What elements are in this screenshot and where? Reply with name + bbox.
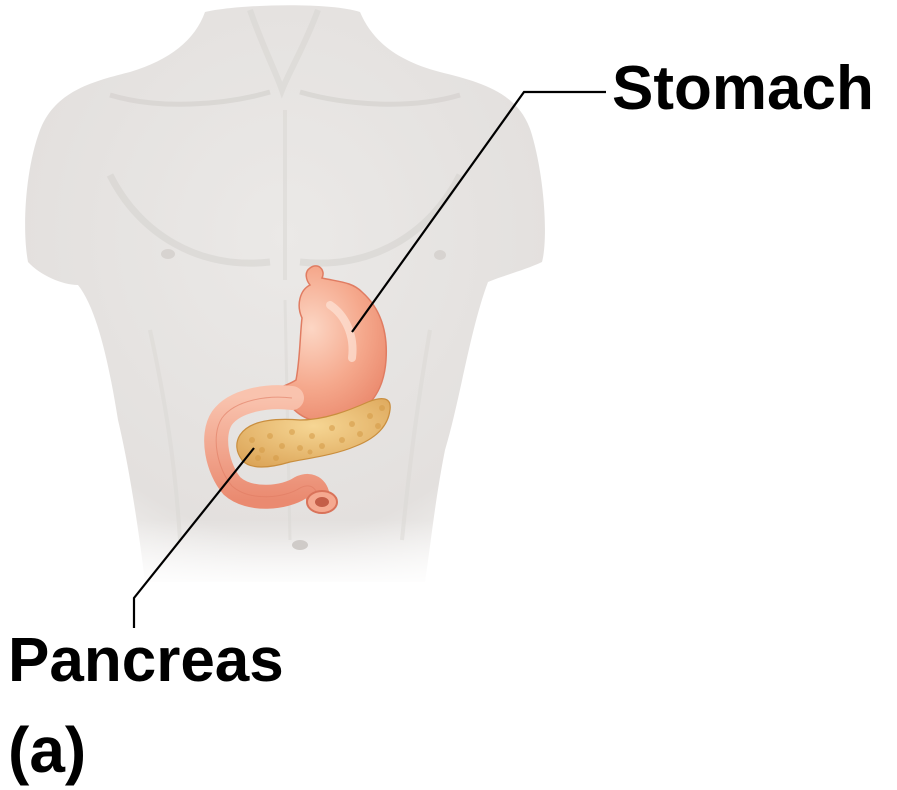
pancreas-label: Pancreas	[8, 630, 284, 692]
jejunum-lumen	[315, 497, 329, 507]
navel	[292, 540, 308, 550]
nipple-right	[434, 250, 446, 260]
torso-fade	[100, 520, 460, 590]
nipple-left	[161, 249, 175, 259]
stomach-label: Stomach	[612, 58, 874, 120]
panel-label: (a)	[8, 718, 86, 782]
